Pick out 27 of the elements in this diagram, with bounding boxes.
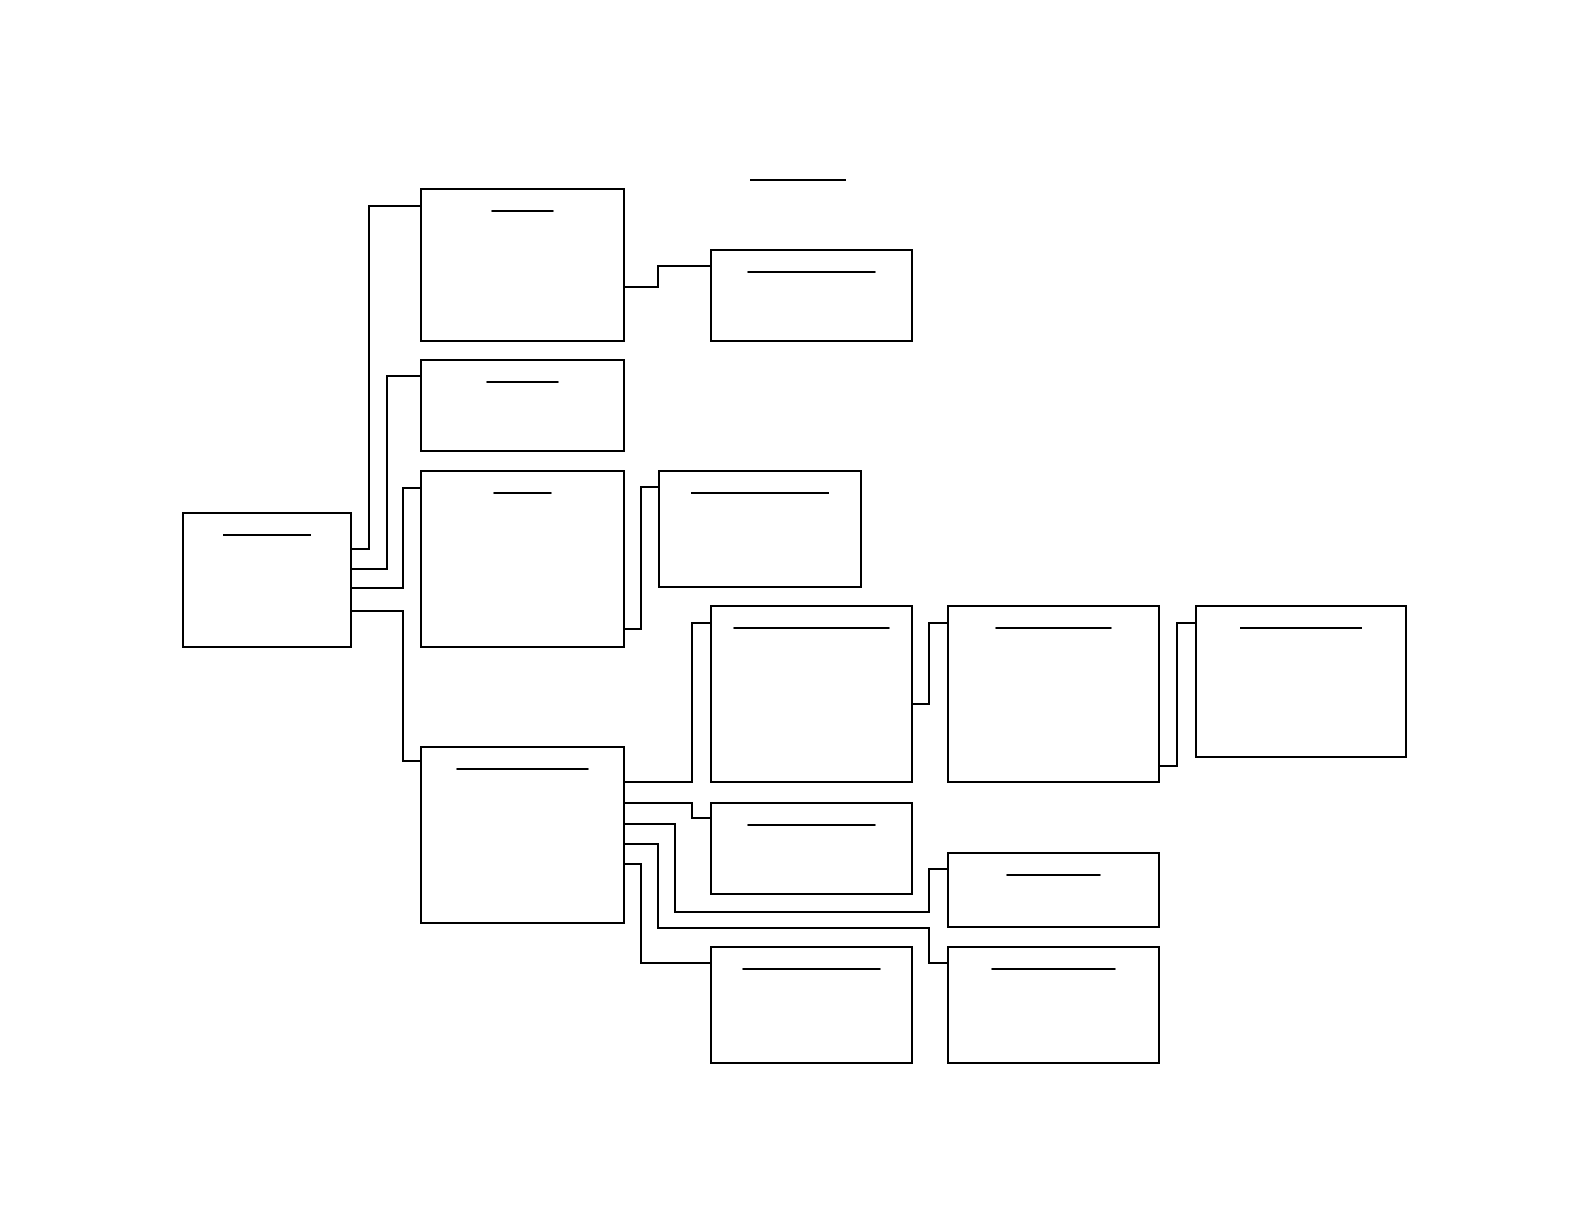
org-box: [710, 946, 913, 1064]
connector-line: [624, 265, 711, 288]
connector-line: [624, 486, 659, 630]
connector-line: [1159, 622, 1196, 767]
org-box: [710, 605, 913, 783]
org-box: [182, 512, 352, 648]
connector-line: [624, 863, 711, 964]
org-box: [658, 470, 862, 588]
connector-line: [624, 802, 711, 819]
connector-line: [912, 622, 948, 705]
connector-line: [351, 610, 421, 762]
org-box: [420, 746, 625, 924]
org-box: [420, 470, 625, 648]
connector-line: [624, 843, 948, 964]
org-box: [710, 249, 913, 342]
org-box: [947, 605, 1160, 783]
connector-line: [624, 622, 711, 783]
org-box: [420, 359, 625, 452]
org-box: [710, 802, 913, 895]
connector-line: [351, 205, 421, 550]
connector-line: [624, 823, 948, 913]
org-box: [1195, 605, 1407, 758]
org-box: [420, 188, 625, 342]
connector-line: [351, 375, 421, 570]
org-box: [947, 946, 1160, 1064]
org-box: [947, 852, 1160, 928]
connector-line: [351, 487, 421, 589]
